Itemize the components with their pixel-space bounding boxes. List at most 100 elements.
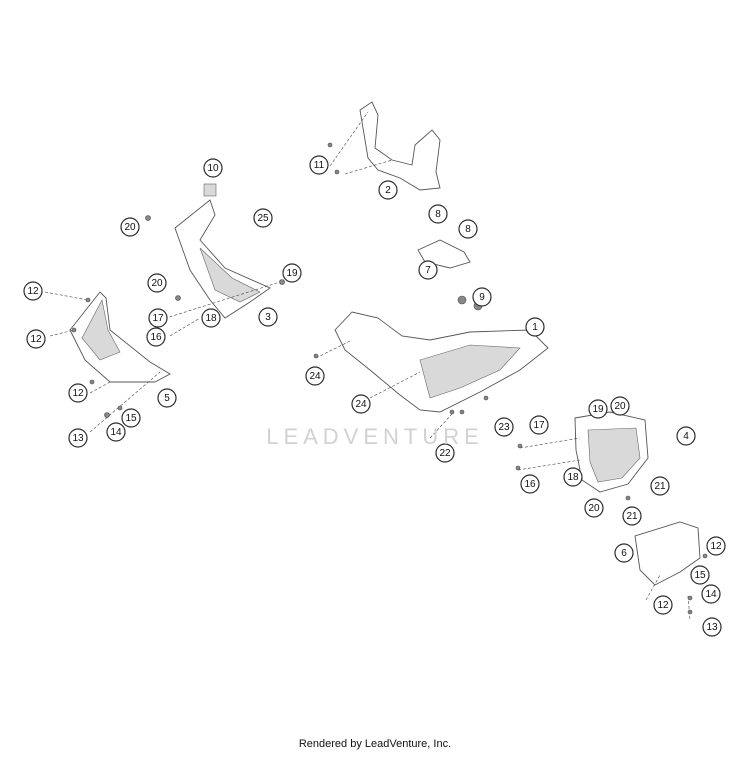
callout-1: 1 — [525, 317, 545, 337]
callout-circle — [458, 219, 478, 239]
callout-circle — [706, 536, 726, 556]
callout-15: 15 — [121, 408, 141, 428]
callout-4: 4 — [676, 426, 696, 446]
callout-13: 13 — [702, 617, 722, 637]
callout-circle — [650, 476, 670, 496]
callout-number: 2 — [385, 185, 391, 196]
callout-10: 10 — [203, 158, 223, 178]
callout-number: 17 — [533, 420, 545, 431]
callout-number: 6 — [621, 548, 627, 559]
callout-number: 10 — [207, 163, 219, 174]
callout-circle — [68, 428, 88, 448]
callout-circle — [614, 543, 634, 563]
callout-circle — [702, 617, 722, 637]
callout-number: 20 — [124, 222, 136, 233]
callout-19: 19 — [588, 399, 608, 419]
callout-12: 12 — [26, 329, 46, 349]
callout-number: 12 — [710, 541, 722, 552]
callout-circle — [351, 394, 371, 414]
callout-circle — [690, 565, 710, 585]
callout-circle — [472, 287, 492, 307]
callout-2: 2 — [378, 180, 398, 200]
callout-number: 19 — [592, 404, 604, 415]
callout-circle — [428, 204, 448, 224]
callout-circle — [106, 422, 126, 442]
callout-18: 18 — [563, 467, 583, 487]
callout-number: 12 — [72, 388, 84, 399]
callout-number: 11 — [314, 160, 325, 171]
part-skid-plate-left-shade — [81, 299, 121, 361]
callout-circle — [584, 498, 604, 518]
callout-number: 14 — [110, 427, 122, 438]
callout-number: 21 — [626, 511, 638, 522]
callout-20: 20 — [120, 217, 140, 237]
callout-14: 14 — [106, 422, 126, 442]
callout-12: 12 — [23, 281, 43, 301]
callout-circle — [622, 506, 642, 526]
callout-number: 16 — [524, 479, 536, 490]
part-side-guard-left-shade — [199, 247, 261, 303]
callout-9: 9 — [472, 287, 492, 307]
callout-number: 20 — [588, 503, 600, 514]
part-skid-plate-main-shade — [419, 344, 521, 399]
callout-number: 4 — [683, 431, 689, 442]
callout-number: 18 — [567, 472, 579, 483]
callout-8: 8 — [428, 204, 448, 224]
callout-circle — [418, 260, 438, 280]
callout-25: 25 — [253, 208, 273, 228]
callout-circle — [701, 584, 721, 604]
callout-18: 18 — [201, 308, 221, 328]
callout-17: 17 — [148, 308, 168, 328]
callout-number: 3 — [265, 312, 271, 323]
callout-number: 20 — [151, 278, 163, 289]
callout-number: 14 — [705, 589, 717, 600]
callout-number: 23 — [498, 422, 510, 433]
callout-8: 8 — [458, 219, 478, 239]
callout-number: 12 — [27, 286, 39, 297]
callout-14: 14 — [701, 584, 721, 604]
callout-number: 9 — [479, 292, 485, 303]
fasteners — [71, 142, 708, 615]
callout-number: 15 — [125, 413, 137, 424]
callout-circle — [653, 595, 673, 615]
callout-circle — [201, 308, 221, 328]
callout-number: 25 — [257, 213, 269, 224]
callout-number: 12 — [657, 600, 669, 611]
callout-15: 15 — [690, 565, 710, 585]
callout-number: 1 — [532, 322, 538, 333]
callout-circle — [68, 383, 88, 403]
callout-circle — [563, 467, 583, 487]
callout-circle — [203, 158, 223, 178]
callout-circle — [525, 317, 545, 337]
callout-circle — [610, 396, 630, 416]
part-lower-plate — [634, 521, 701, 586]
callout-number: 13 — [706, 622, 718, 633]
leader-lines — [44, 111, 691, 621]
callout-number: 20 — [614, 401, 626, 412]
callout-circle — [120, 217, 140, 237]
callout-number: 19 — [286, 268, 298, 279]
callout-11: 11 — [309, 155, 329, 175]
callout-number: 18 — [205, 313, 217, 324]
part-radiator-guard-grille — [587, 427, 641, 483]
callout-number: 7 — [425, 265, 431, 276]
callout-20: 20 — [610, 396, 630, 416]
callout-circle — [435, 443, 455, 463]
callout-16: 16 — [146, 327, 166, 347]
callout-3: 3 — [258, 307, 278, 327]
rubber-mount — [457, 295, 467, 305]
callout-12: 12 — [68, 383, 88, 403]
callout-circle — [588, 399, 608, 419]
footer-credit: Rendered by LeadVenture, Inc. — [298, 738, 452, 750]
callout-number: 24 — [355, 399, 367, 410]
callout-12: 12 — [706, 536, 726, 556]
callout-number: 8 — [435, 209, 441, 220]
callout-13: 13 — [68, 428, 88, 448]
callout-circle — [282, 263, 302, 283]
callout-circle — [309, 155, 329, 175]
callout-21: 21 — [650, 476, 670, 496]
callout-circle — [258, 307, 278, 327]
